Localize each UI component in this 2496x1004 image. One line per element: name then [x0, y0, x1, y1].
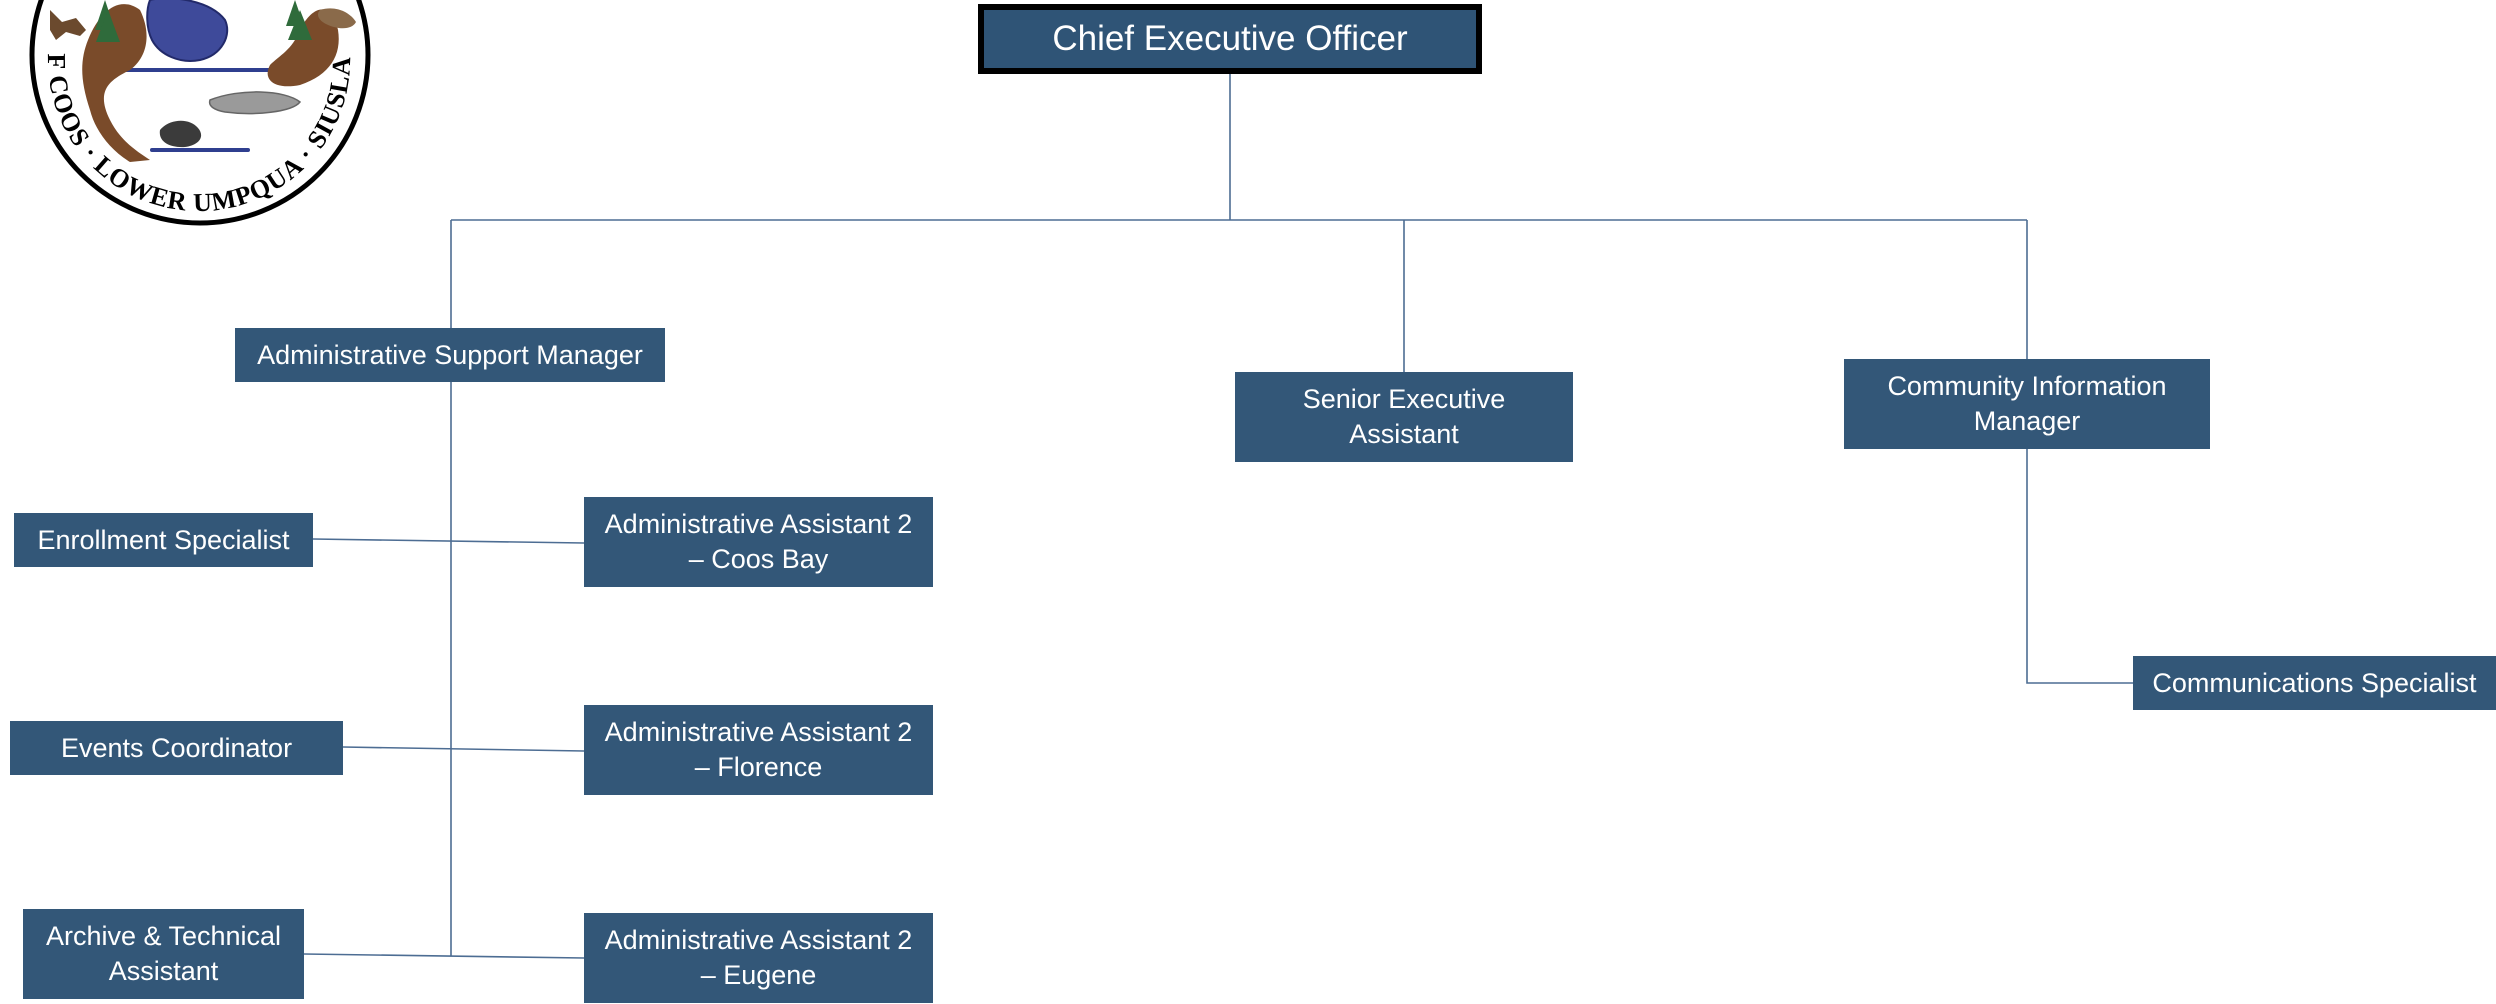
- connector-to-communications-specialist: [2026, 449, 2133, 684]
- node-senior-executive-assistant-label: Senior Executive Assistant: [1302, 384, 1506, 449]
- node-communications-specialist-label: Communications Specialist: [2152, 667, 2477, 698]
- node-admin-assistant-florence-label: Administrative Assistant 2 – Florence: [604, 717, 913, 782]
- tribal-seal-logo: OF COOS · LOWER UMPQUA · SIUSLAW: [0, 0, 371, 226]
- seal-water-icon: [120, 68, 290, 152]
- seal-land-right-icon: [267, 9, 339, 87]
- node-ceo: Chief Executive Officer: [978, 4, 1482, 74]
- seal-elk-icon: [50, 10, 86, 40]
- node-enrollment-specialist-label: Enrollment Specialist: [37, 524, 290, 555]
- node-admin-assistant-eugene: Administrative Assistant 2 – Eugene: [584, 913, 933, 1003]
- seal-whale-icon: [208, 91, 302, 115]
- seal-trees-icon: [95, 0, 312, 42]
- node-communications-specialist: Communications Specialist: [2133, 656, 2496, 710]
- node-archive-technical-assistant: Archive & Technical Assistant: [23, 909, 304, 999]
- node-admin-assistant-eugene-label: Administrative Assistant 2 – Eugene: [604, 925, 913, 990]
- node-community-information-manager-label: Community Information Manager: [1887, 371, 2167, 436]
- node-ceo-label: Chief Executive Officer: [1052, 19, 1408, 58]
- seal-salmon-icon: [146, 0, 229, 62]
- node-admin-support-manager-label: Administrative Support Manager: [257, 339, 643, 370]
- connector-row-coos-bay: [312, 538, 585, 544]
- seal-land-left-icon: [82, 4, 150, 162]
- node-events-coordinator-label: Events Coordinator: [60, 732, 293, 763]
- connector-row-eugene: [303, 953, 585, 959]
- node-events-coordinator: Events Coordinator: [10, 721, 343, 775]
- node-admin-assistant-coos-bay: Administrative Assistant 2 – Coos Bay: [584, 497, 933, 587]
- seal-sea-lion-icon: [159, 120, 202, 148]
- node-enrollment-specialist: Enrollment Specialist: [14, 513, 313, 567]
- node-community-information-manager: Community Information Manager: [1844, 359, 2210, 449]
- seal-otter-icon: [318, 8, 356, 29]
- node-admin-assistant-florence: Administrative Assistant 2 – Florence: [584, 705, 933, 795]
- connector-row-florence: [342, 746, 585, 752]
- node-admin-assistant-coos-bay-label: Administrative Assistant 2 – Coos Bay: [604, 509, 913, 574]
- node-senior-executive-assistant: Senior Executive Assistant: [1235, 372, 1573, 462]
- node-archive-technical-assistant-label: Archive & Technical Assistant: [45, 921, 282, 986]
- node-admin-support-manager: Administrative Support Manager: [235, 328, 665, 382]
